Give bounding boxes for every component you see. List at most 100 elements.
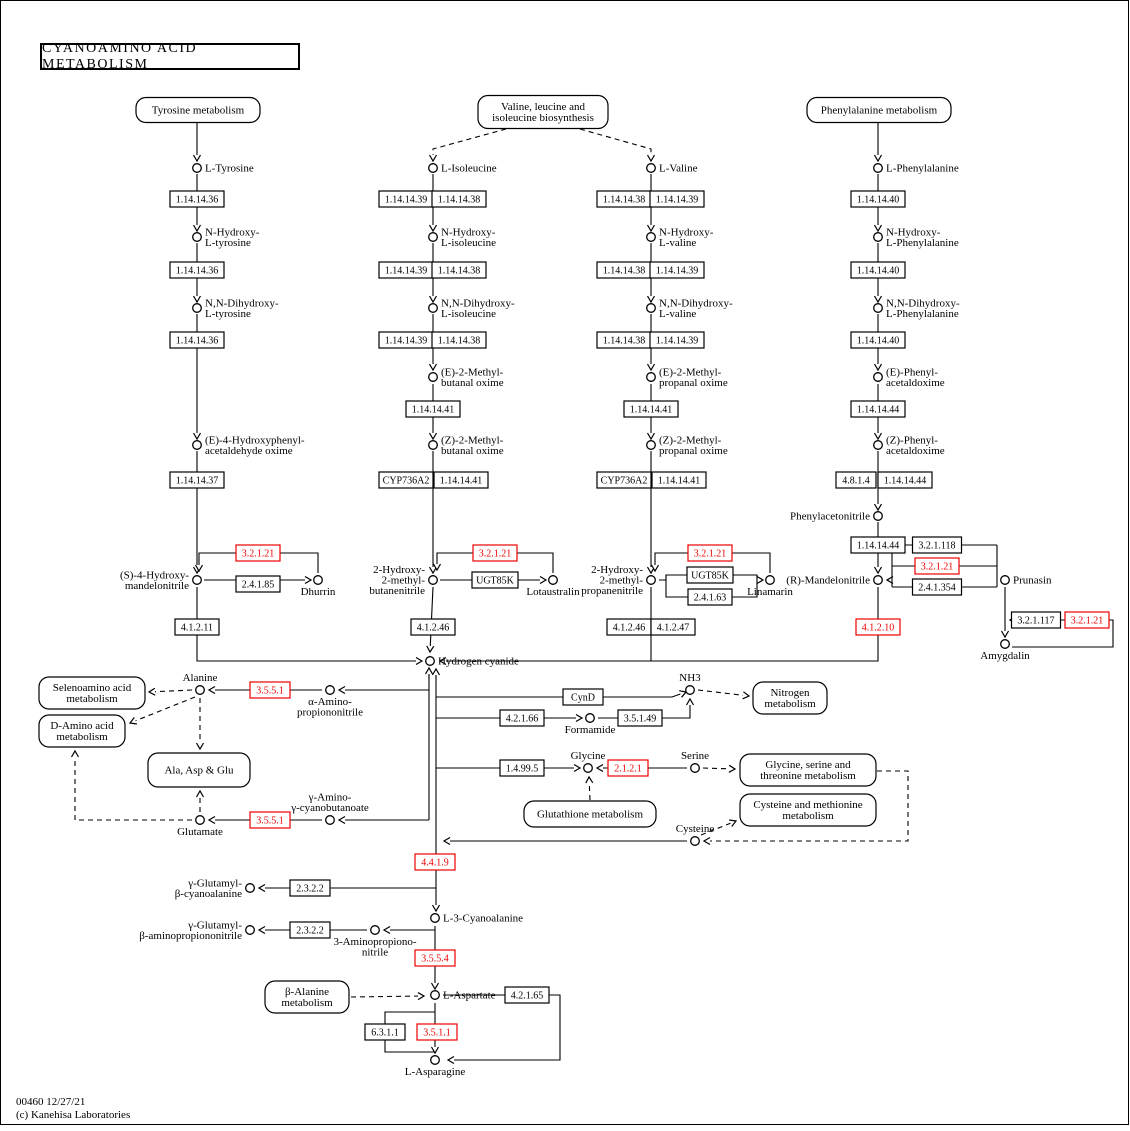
enzyme-box-3.2.1.21[interactable]: 3.2.1.21 [914,557,960,575]
enzyme-box-1.14.14.41[interactable]: 1.14.14.41 [433,471,489,489]
enzyme-box-1.14.14.40[interactable]: 1.14.14.40 [850,331,906,349]
enzyme-box-1.14.14.39[interactable]: 1.14.14.39 [378,331,434,349]
pathway-link-phenylalanine-metabolism[interactable]: Phenylalanine metabolism [806,96,952,124]
compound-s-4-hydroxy-mandelonitrile[interactable]: (S)-4-Hydroxy-mandelonitrile [120,569,202,592]
compound-nh3[interactable]: NH3 [679,672,701,695]
compound-circle[interactable] [646,232,656,242]
compound-gamma-glutamyl-beta-cyanoalanine[interactable]: γ-Glutamyl-β-cyanoalanine [175,877,255,900]
enzyme-shape[interactable] [405,400,461,418]
enzyme-box-1.14.14.36[interactable]: 1.14.14.36 [169,261,225,279]
enzyme-shape[interactable] [835,471,877,489]
compound-prunasin[interactable]: Prunasin [1000,575,1052,587]
enzyme-shape[interactable] [911,578,963,596]
enzyme-box-1.14.14.38[interactable]: 1.14.14.38 [431,331,487,349]
compound-glutamate[interactable]: Glutamate [177,815,223,838]
compound-circle[interactable] [430,913,440,923]
compound-hydrogen-cyanide[interactable]: Hydrogen cyanide [425,656,519,668]
enzyme-box-4.2.1.65[interactable]: 4.2.1.65 [504,986,550,1004]
compound-nn-dihydroxy-l-isoleucine[interactable]: N,N-Dihydroxy-L-isoleucine [428,297,515,320]
enzyme-shape[interactable] [499,759,545,777]
enzyme-box-2.4.1.354[interactable]: 2.4.1.354 [911,578,963,596]
enzyme-box-1.14.14.39[interactable]: 1.14.14.39 [649,190,705,208]
pathway-link-shape[interactable] [806,96,952,124]
compound-n-hydroxy-l-phenylalanine[interactable]: N-Hydroxy-L-Phenylalanine [873,226,959,249]
enzyme-box-4.2.1.66[interactable]: 4.2.1.66 [499,709,545,727]
enzyme-box-1.4.99.5[interactable]: 1.4.99.5 [499,759,545,777]
compound-e-4-hydroxyphenyl-acetaldehyde-oxime[interactable]: (E)-4-Hydroxyphenyl-acetaldehyde oxime [192,434,305,457]
enzyme-box-3.2.1.21[interactable]: 3.2.1.21 [687,544,733,562]
compound-circle[interactable] [192,303,202,313]
enzyme-box-1.14.14.41[interactable]: 1.14.14.41 [623,400,679,418]
enzyme-shape[interactable] [1064,611,1110,629]
enzyme-shape[interactable] [235,575,281,593]
pathway-link-shape[interactable] [752,681,828,715]
compound-circle[interactable] [428,303,438,313]
compound-l-3-cyanoalanine[interactable]: L-3-Cyanoalanine [430,913,523,925]
enzyme-box-1.14.14.39[interactable]: 1.14.14.39 [378,261,434,279]
enzyme-box-UGT85K[interactable]: UGT85K [686,566,734,584]
pathway-link-shape[interactable] [38,714,126,748]
enzyme-shape[interactable] [617,709,663,727]
enzyme-box-1.14.14.41[interactable]: 1.14.14.41 [405,400,461,418]
enzyme-shape[interactable] [431,261,487,279]
enzyme-shape[interactable] [499,709,545,727]
enzyme-box-3.5.1.49[interactable]: 3.5.1.49 [617,709,663,727]
compound-circle[interactable] [192,232,202,242]
enzyme-shape[interactable] [289,921,331,939]
enzyme-shape[interactable] [414,949,456,967]
compound-circle[interactable] [585,713,595,723]
enzyme-shape[interactable] [687,544,733,562]
enzyme-shape[interactable] [649,261,705,279]
compound-gamma-amino-gamma-cyanobutanoate[interactable]: γ-Amino-γ-cyanobutanoate [290,792,369,825]
pathway-link-shape[interactable] [523,800,657,828]
enzyme-box-3.5.1.1[interactable]: 3.5.1.1 [416,1023,458,1041]
enzyme-shape[interactable] [649,331,705,349]
enzyme-shape[interactable] [650,618,696,636]
enzyme-box-4.1.2.46[interactable]: 4.1.2.46 [606,618,652,636]
compound-circle[interactable] [873,440,883,450]
compound-circle[interactable] [245,883,255,893]
pathway-link-shape[interactable] [264,980,350,1014]
enzyme-shape[interactable] [431,190,487,208]
compound-circle[interactable] [873,232,883,242]
compound-alanine[interactable]: Alanine [183,672,218,695]
compound-circle[interactable] [428,575,438,585]
compound-circle[interactable] [428,372,438,382]
compound-3-aminopropiononitrile[interactable]: 3-Aminopropiono-nitrile [333,925,417,959]
enzyme-box-4.1.2.47[interactable]: 4.1.2.47 [650,618,696,636]
compound-z-2-methyl-propanal-oxime[interactable]: (Z)-2-Methyl-propanal oxime [646,434,728,457]
compound-circle[interactable] [646,575,656,585]
enzyme-shape[interactable] [169,190,225,208]
compound-circle[interactable] [873,163,883,173]
compound-n-hydroxy-l-isoleucine[interactable]: N-Hydroxy-L-isoleucine [428,226,496,249]
enzyme-shape[interactable] [1010,611,1062,629]
compound-circle[interactable] [325,815,335,825]
enzyme-shape[interactable] [235,544,281,562]
pathway-link-shape[interactable] [135,96,261,124]
enzyme-box-2.3.2.2[interactable]: 2.3.2.2 [289,921,331,939]
enzyme-shape[interactable] [623,400,679,418]
compound-circle[interactable] [370,925,380,935]
enzyme-box-4.1.2.10[interactable]: 4.1.2.10 [855,618,901,636]
pathway-link-shape[interactable] [739,753,877,787]
enzyme-box-1.14.14.39[interactable]: 1.14.14.39 [649,261,705,279]
enzyme-box-3.5.5.1[interactable]: 3.5.5.1 [249,811,291,829]
enzyme-box-1.14.14.38[interactable]: 1.14.14.38 [596,190,652,208]
compound-circle[interactable] [195,815,205,825]
compound-circle[interactable] [192,575,202,585]
enzyme-shape[interactable] [169,331,225,349]
enzyme-shape[interactable] [651,471,707,489]
compound-alpha-aminopropiononitrile[interactable]: α-Amino-propiononitrile [297,685,363,719]
enzyme-shape[interactable] [855,618,901,636]
compound-l-isoleucine[interactable]: L-Isoleucine [428,163,497,175]
compound-circle[interactable] [685,685,695,695]
pathway-link-shape[interactable] [147,752,251,788]
enzyme-box-UGT85K[interactable]: UGT85K [471,571,519,589]
compound-phenylacetonitrile[interactable]: Phenylacetonitrile [790,511,883,523]
compound-circle[interactable] [873,575,883,585]
enzyme-box-1.14.14.39[interactable]: 1.14.14.39 [649,331,705,349]
